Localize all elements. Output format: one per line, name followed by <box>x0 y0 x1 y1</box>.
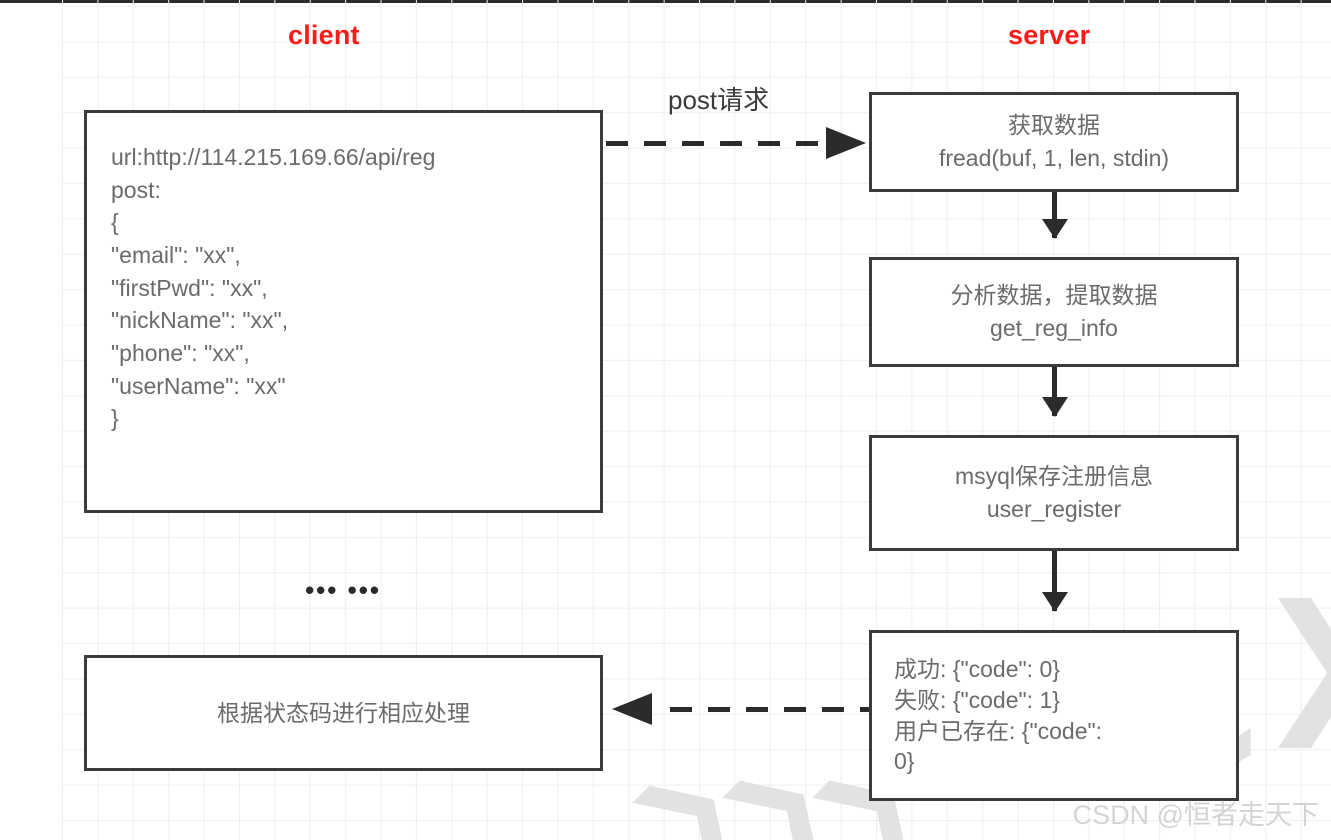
client-side-title: client <box>288 20 360 50</box>
post-request-dashed-line <box>606 141 832 146</box>
server-step-1-line1: 获取数据 <box>1008 112 1100 139</box>
server-step-3-line2: user_register <box>986 496 1122 522</box>
arrow-step2-to-step3 <box>1052 367 1057 416</box>
server-step-1-text: 获取数据 fread(buf, 1, len, stdin) <box>872 95 1236 189</box>
ellipsis-marker: ••• ••• <box>305 575 381 605</box>
response-arrowhead-icon <box>612 693 652 725</box>
server-step-2-text: 分析数据，提取数据 get_reg_info <box>872 260 1236 364</box>
server-step-2-line2: get_reg_info <box>990 315 1118 341</box>
csdn-watermark: CSDN @恒者走天下 <box>1072 800 1319 830</box>
post-request-label: post请求 <box>668 85 770 115</box>
server-result-box[interactable]: 成功: {"code": 0} 失败: {"code": 1} 用户已存在: {… <box>869 630 1239 801</box>
arrow-step3-to-result <box>1052 551 1057 611</box>
server-side-title: server <box>1008 20 1091 50</box>
server-step-box-parse-data[interactable]: 分析数据，提取数据 get_reg_info <box>869 257 1239 367</box>
server-result-text: 成功: {"code": 0} 失败: {"code": 1} 用户已存在: {… <box>894 656 1103 775</box>
server-step-3-line1: msyql保存注册信息 <box>954 463 1154 490</box>
server-step-3-text: msyql保存注册信息 user_register <box>872 438 1236 548</box>
post-request-arrowhead-icon <box>826 127 866 159</box>
client-request-text: url:http://114.215.169.66/api/reg post: … <box>111 144 436 432</box>
server-step-box-fetch-data[interactable]: 获取数据 fread(buf, 1, len, stdin) <box>869 92 1239 192</box>
client-handle-text: 根据状态码进行相应处理 <box>217 699 470 726</box>
response-dashed-line <box>654 707 869 712</box>
client-request-box[interactable]: url:http://114.215.169.66/api/reg post: … <box>84 110 603 513</box>
server-step-1-line2: fread(buf, 1, len, stdin) <box>938 145 1170 171</box>
server-step-box-save-mysql[interactable]: msyql保存注册信息 user_register <box>869 435 1239 551</box>
client-handle-box[interactable]: 根据状态码进行相应处理 <box>84 655 603 771</box>
server-step-2-line1: 分析数据，提取数据 <box>950 282 1158 309</box>
arrow-step1-to-step2 <box>1052 192 1057 238</box>
